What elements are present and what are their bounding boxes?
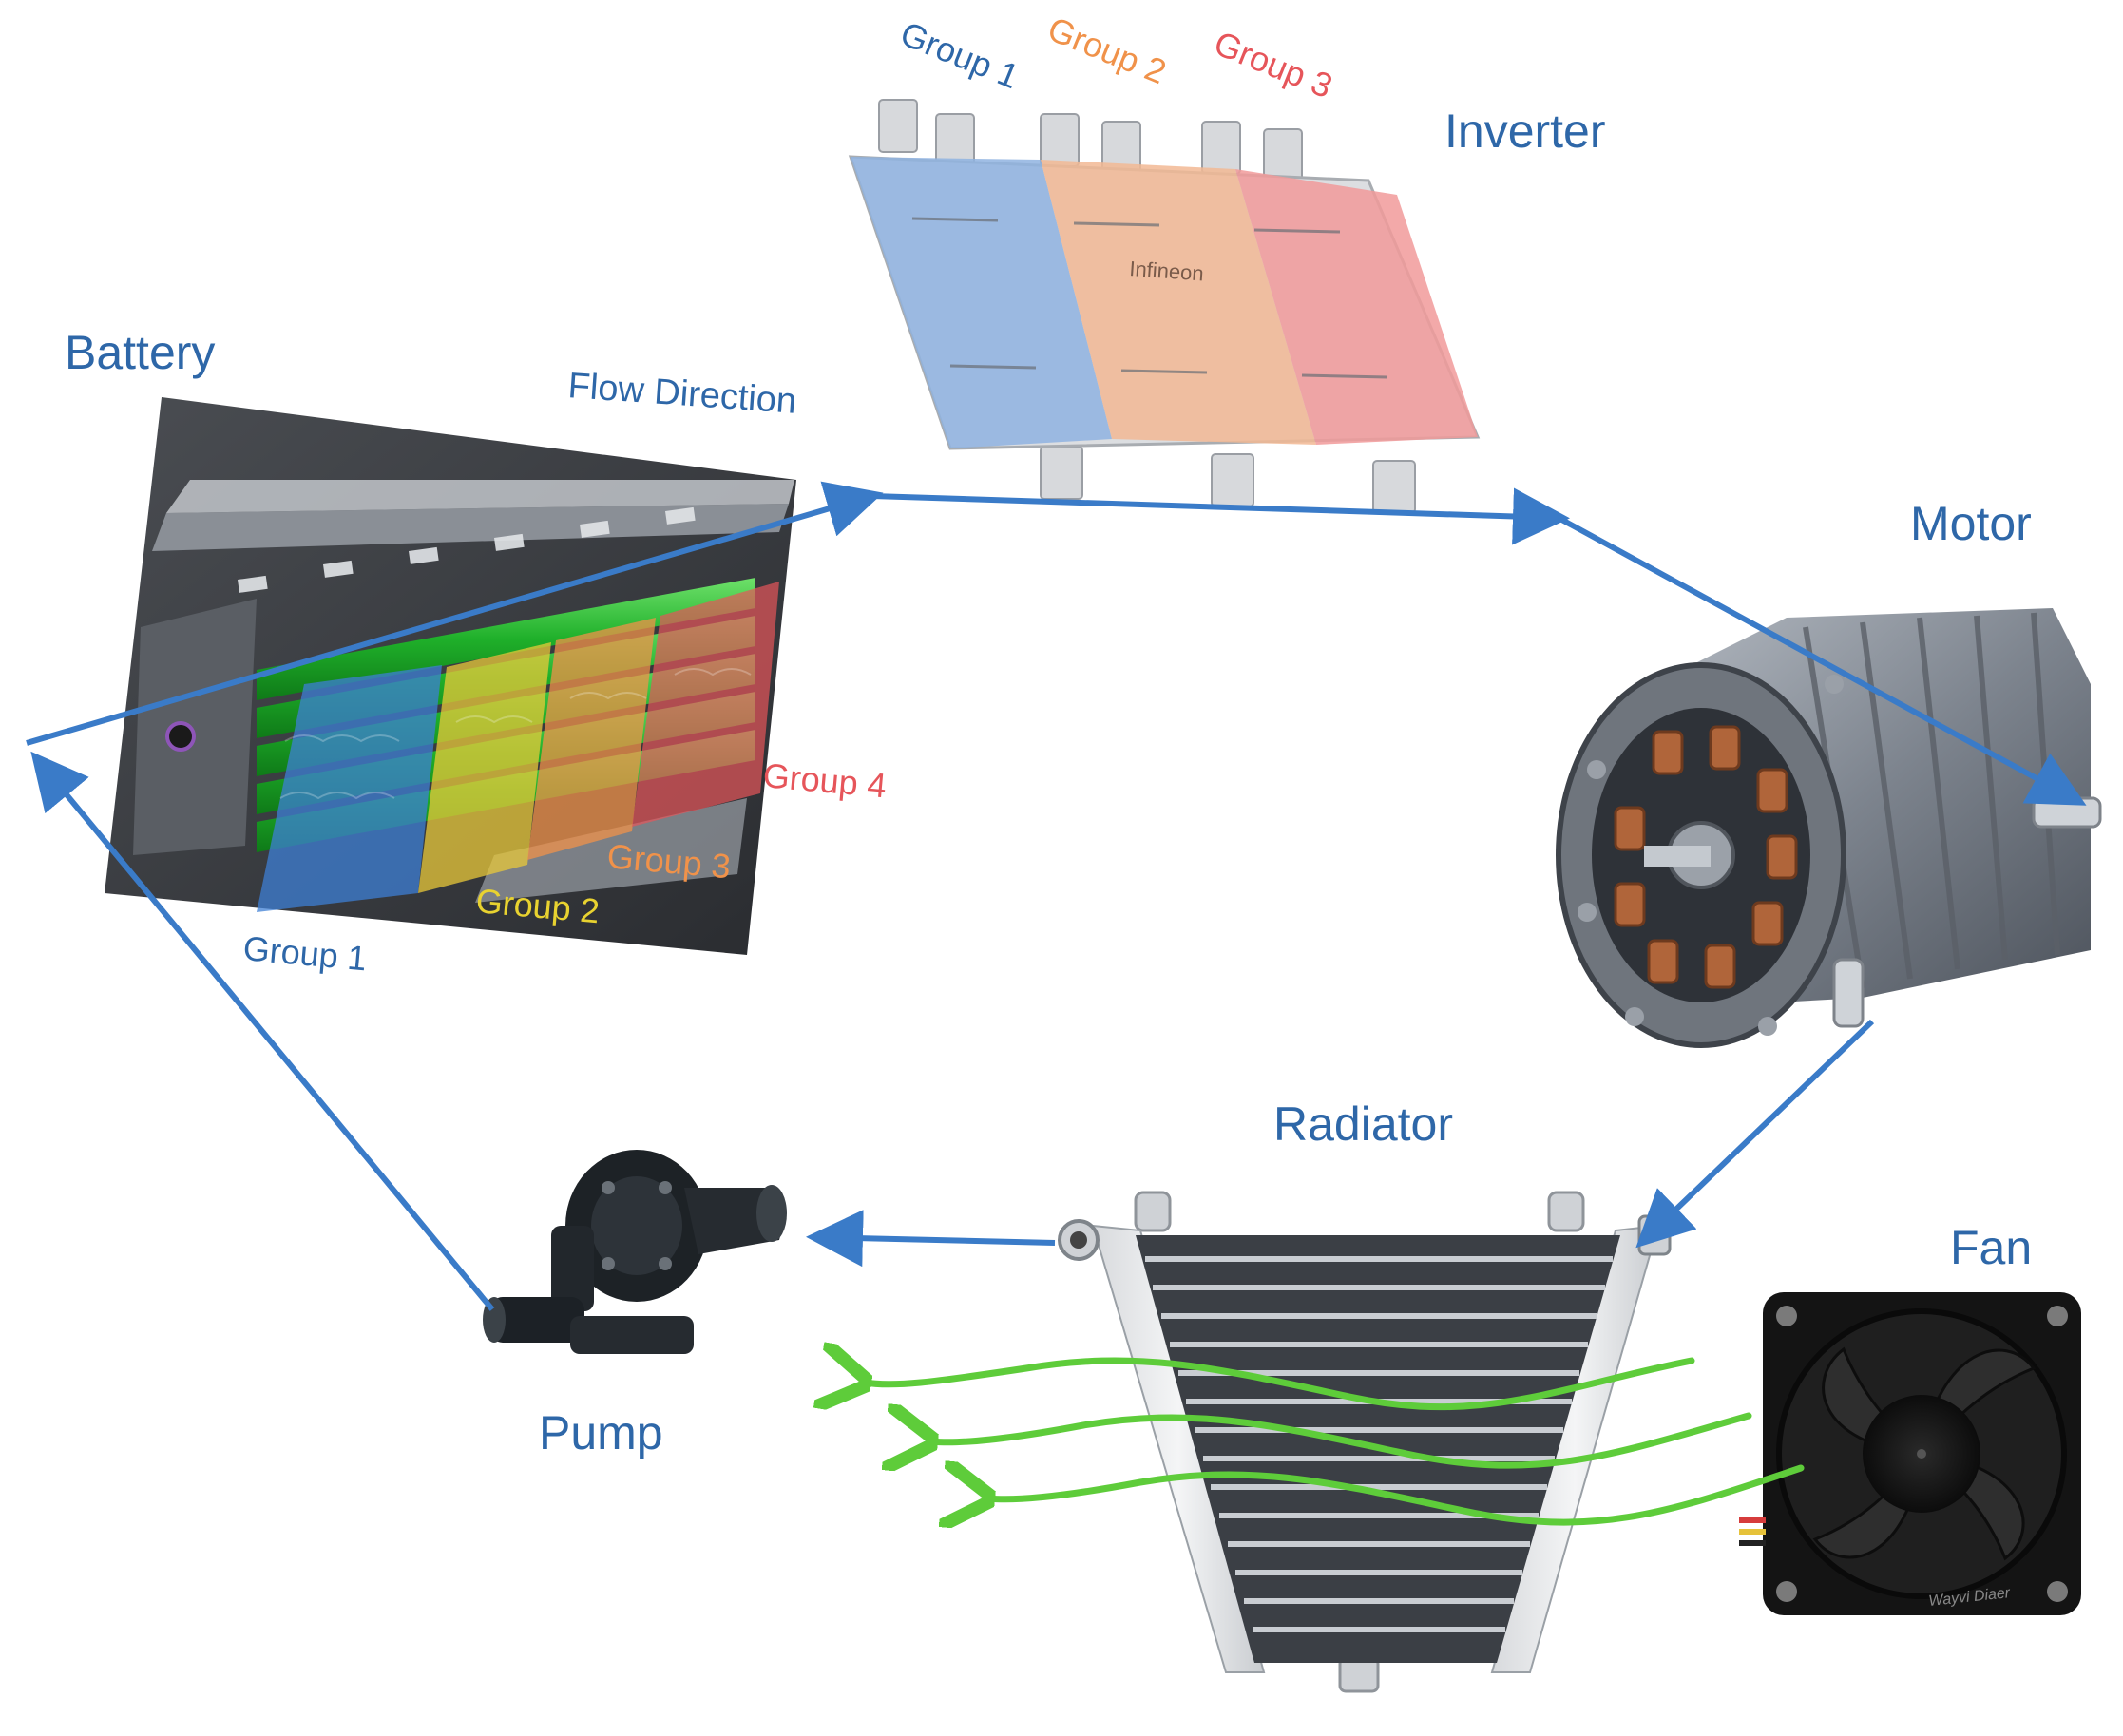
battery-image bbox=[105, 397, 796, 955]
inverter-brand-text: Infineon bbox=[1129, 257, 1205, 285]
flow-arrow-radiator-to-pump bbox=[806, 1210, 1056, 1268]
battery-label: Battery bbox=[65, 326, 215, 379]
inverter-group-2-label: Group 2 bbox=[1042, 9, 1172, 91]
inverter-image: Infineon bbox=[848, 99, 1481, 514]
flow-arrow-inverter-to-motor-outlet bbox=[1557, 515, 2087, 806]
flow-arrow-battery-to-inverter bbox=[26, 481, 884, 746]
inverter-group-3-label: Group 3 bbox=[1209, 23, 1338, 105]
radiator-core-fins bbox=[1145, 1256, 1613, 1632]
air-flow-arrow-3 bbox=[988, 1468, 1805, 1522]
radiator-label: Radiator bbox=[1273, 1097, 1453, 1151]
fan-label: Fan bbox=[1950, 1221, 2032, 1274]
pump-label: Pump bbox=[539, 1406, 663, 1459]
battery-group-4-label: Group 4 bbox=[761, 755, 888, 805]
inverter-group-1-label: Group 1 bbox=[895, 13, 1024, 96]
inverter-group-2-overlay bbox=[1041, 160, 1316, 445]
inverter-label: Inverter bbox=[1444, 105, 1606, 158]
motor-image bbox=[1556, 608, 2102, 1048]
inverter-group-1-overlay bbox=[851, 157, 1112, 448]
pump-image bbox=[483, 1150, 787, 1354]
battery-group-1-overlay bbox=[257, 665, 442, 912]
battery-group-2-overlay bbox=[418, 642, 551, 893]
flow-arrow-motor-to-radiator bbox=[1635, 1019, 1875, 1249]
inverter-group-3-overlay bbox=[1235, 169, 1478, 445]
coolant-flow-arrows bbox=[26, 481, 2087, 1311]
fan-image: Wayvi Diaer bbox=[1739, 1292, 2081, 1615]
flow-arrow-inverter-to-motor bbox=[871, 487, 1570, 545]
battery-group-4-overlay bbox=[632, 582, 779, 827]
flow-direction-label: Flow Direction bbox=[566, 366, 797, 422]
motor-label: Motor bbox=[1910, 497, 2032, 550]
air-flow-arrows bbox=[865, 1361, 1805, 1522]
air-flow-arrow-2 bbox=[931, 1416, 1752, 1465]
battery-group-1-label: Group 1 bbox=[241, 928, 368, 978]
battery-group-3-overlay bbox=[527, 618, 656, 860]
flow-arrow-pump-to-battery bbox=[30, 751, 495, 1311]
air-flow-arrow-1 bbox=[865, 1361, 1695, 1407]
